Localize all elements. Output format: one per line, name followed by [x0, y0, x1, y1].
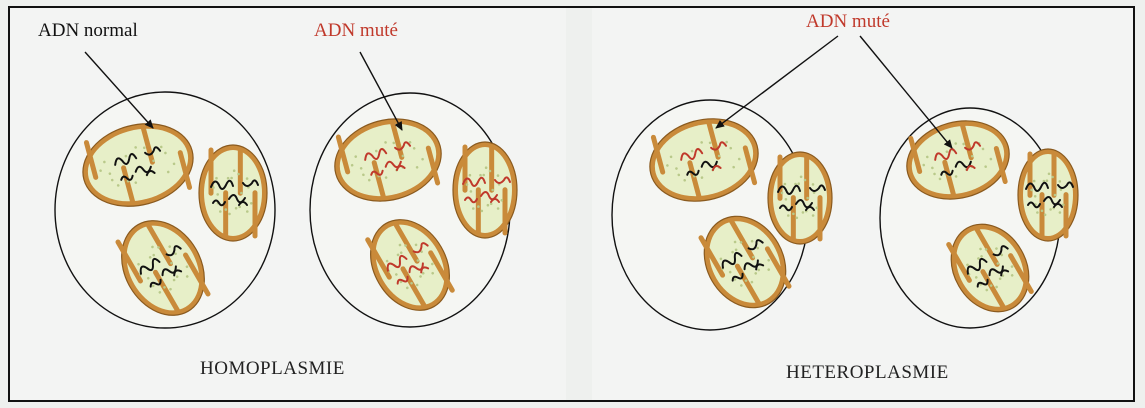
mitochondrion	[453, 142, 517, 238]
cell-heteroplasmy-2	[880, 108, 1078, 328]
homoplasmie-caption: HOMOPLASMIE	[200, 358, 345, 380]
adn-normal-label: ADN normal	[38, 20, 138, 42]
cell-homoplasmy-normal	[55, 92, 275, 330]
mitochondrion	[768, 152, 832, 244]
adn-mute-label-homoplasmy: ADN muté	[314, 20, 398, 42]
cell-homoplasmy-mutant	[310, 93, 517, 327]
arrow-adn-mute-heteroplasmy-1	[716, 36, 838, 128]
adn-mute-label-heteroplasmy: ADN muté	[806, 11, 890, 33]
arrow-adn-mute-heteroplasmy-2	[860, 36, 952, 148]
cell-heteroplasmy-1	[612, 100, 832, 330]
mitochondrion	[1018, 149, 1078, 241]
mitochondrion	[199, 145, 267, 241]
heteroplasmie-caption: HETEROPLASMIE	[786, 362, 949, 384]
